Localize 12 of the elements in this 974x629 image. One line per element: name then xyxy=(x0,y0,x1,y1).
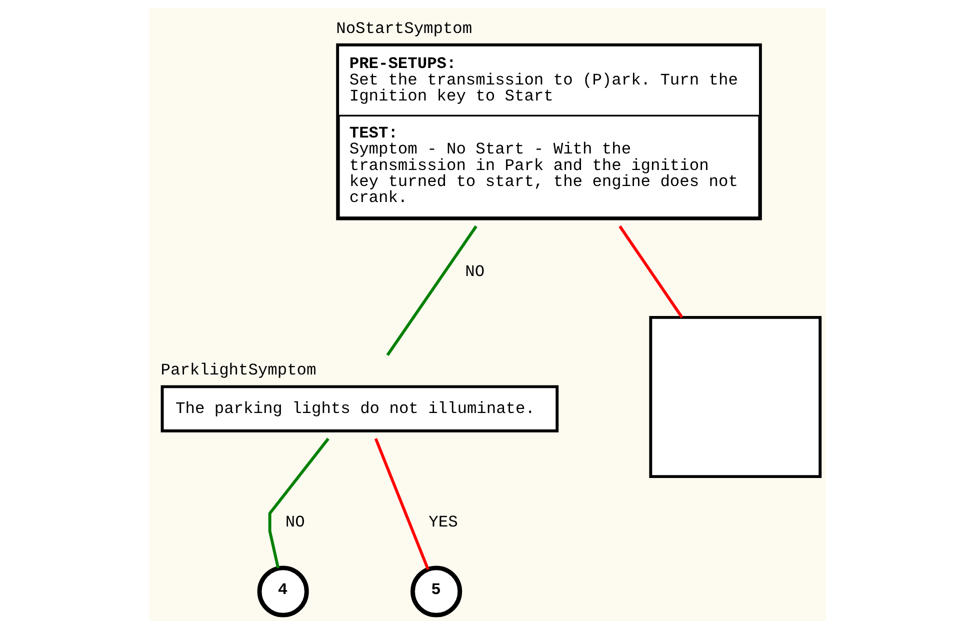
connector xyxy=(374,438,429,570)
connector xyxy=(618,225,683,318)
edge-label: NO xyxy=(284,513,304,532)
node-label: ParklightSymptom xyxy=(160,362,316,380)
node-label: NoStartSymptom xyxy=(336,20,472,38)
node-circle: 5 xyxy=(410,566,462,618)
connector xyxy=(386,225,477,356)
node-circle: 4 xyxy=(256,566,308,618)
node-box xyxy=(648,316,822,478)
edge-label: YES xyxy=(428,513,458,532)
connector xyxy=(268,438,329,568)
edge-label: NO xyxy=(464,262,484,281)
